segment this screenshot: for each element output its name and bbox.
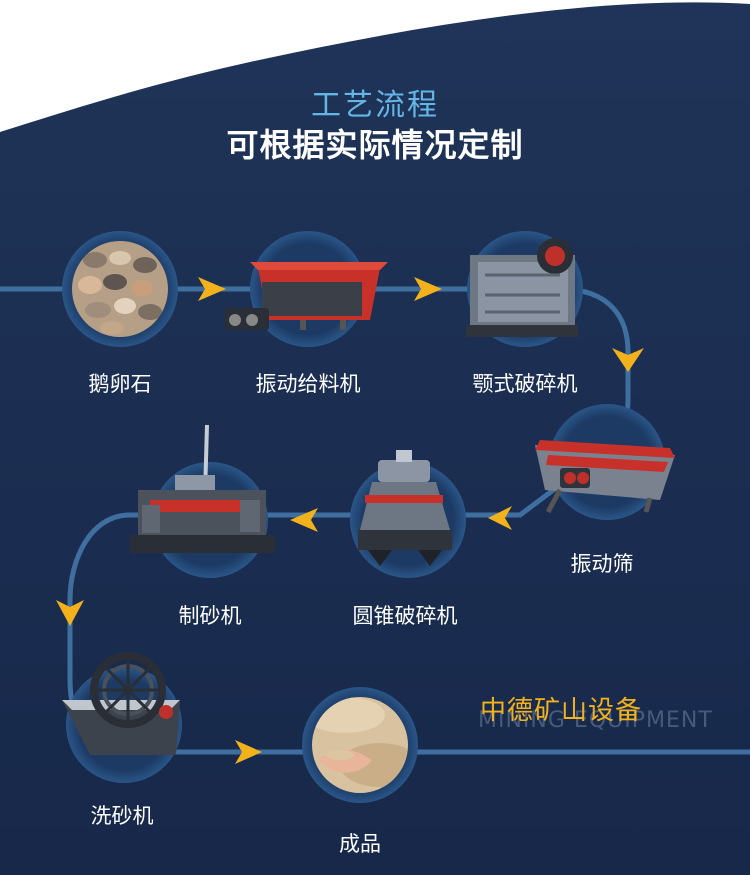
step-label-finished-product: 成品 (339, 832, 381, 856)
step-label-vibrating-feeder: 振动给料机 (255, 372, 361, 396)
step-label-cone-crusher: 圆锥破碎机 (352, 604, 458, 628)
step-label-sand-making-machine: 制砂机 (178, 604, 242, 628)
step-label-jaw-crusher: 颚式破碎机 (472, 372, 578, 396)
sand-washer-image (62, 652, 180, 755)
page-title: 工艺流程 (311, 88, 439, 123)
page-subtitle: 可根据实际情况定制 (226, 126, 524, 164)
brand-name: 中德矿山设备 (480, 696, 643, 726)
vibrating-screen-image (535, 440, 675, 514)
step-label-vibrating-screen: 振动筛 (570, 552, 634, 576)
flow-arrows (56, 277, 644, 764)
step-label-sand-washer: 洗砂机 (90, 804, 154, 828)
brand-english-watermark: MINING EQUIPMENT (478, 708, 713, 733)
jaw-crusher-image (466, 238, 578, 337)
vibrating-feeder-image (225, 262, 388, 330)
step-label-pebbles: 鹅卵石 (88, 372, 152, 396)
top-white-wave (0, 0, 750, 132)
pebbles-image (72, 241, 168, 337)
sand-making-machine-image (130, 424, 275, 553)
finished-sand-image (312, 697, 408, 793)
cone-crusher-image (358, 450, 452, 566)
